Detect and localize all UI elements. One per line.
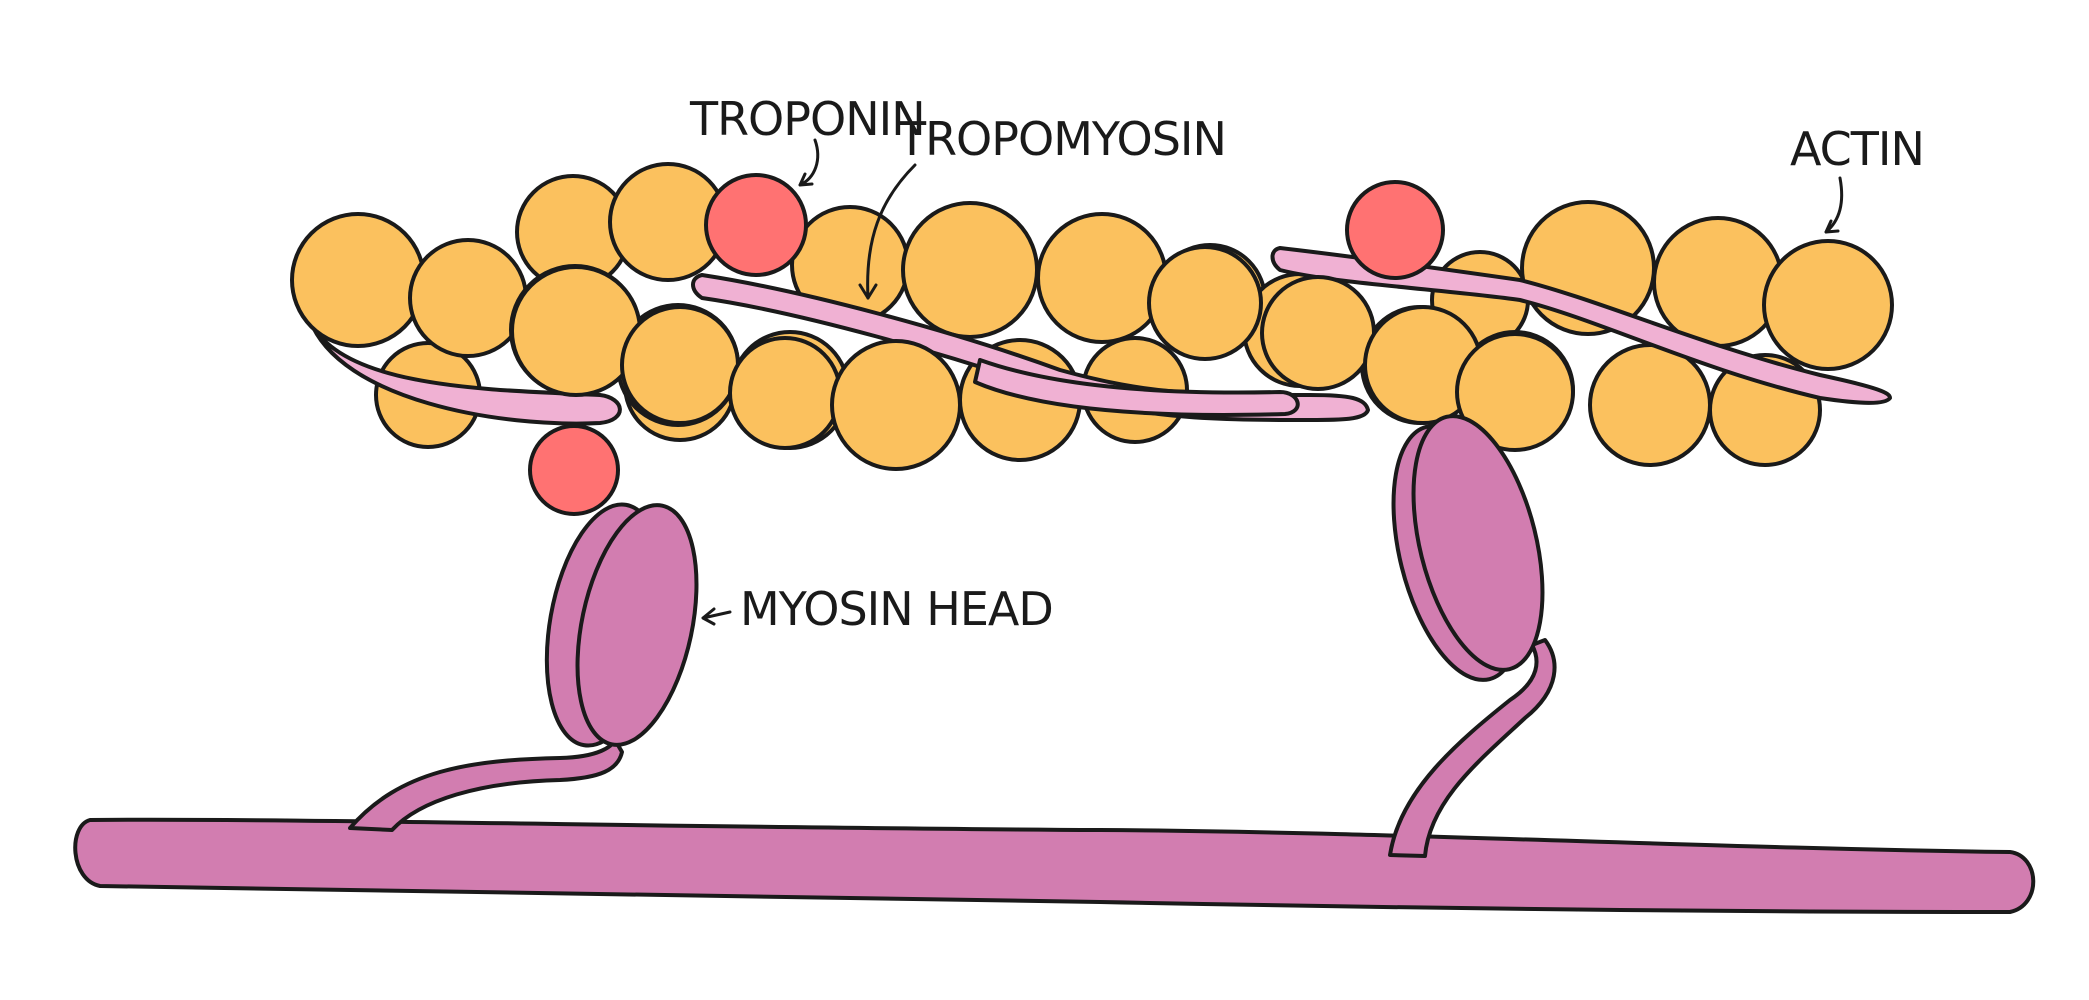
actin-bead xyxy=(510,265,642,397)
tropomyosin-strand xyxy=(691,246,1892,422)
arrow-actin xyxy=(1824,176,1844,234)
arrow-myosin-head xyxy=(701,607,732,626)
troponin-upper-right xyxy=(1345,180,1445,280)
myosin-neck-left xyxy=(348,738,624,832)
myosin-head-left xyxy=(544,502,699,748)
tropomyosin-back xyxy=(308,318,622,426)
label-troponin-group: TROPONIN xyxy=(689,92,926,187)
actin-bead xyxy=(728,336,842,450)
myosin-filament xyxy=(73,817,2036,914)
actin-bead xyxy=(290,212,426,348)
actin-bead xyxy=(1588,343,1712,467)
troponin-lower-left xyxy=(528,424,620,516)
arrow-tropomyosin xyxy=(858,163,917,300)
actin-bead xyxy=(1147,245,1263,361)
label-tropomyosin-group: TROPOMYOSIN xyxy=(858,112,1227,300)
actin-bead xyxy=(901,201,1039,339)
label-myosin-head: MYOSIN HEAD xyxy=(740,582,1053,636)
actin-bead xyxy=(1260,275,1376,391)
label-actin: ACTIN xyxy=(1790,122,1924,176)
actin-bead xyxy=(1455,332,1575,452)
actin-front-row xyxy=(510,245,1575,471)
actin-bead xyxy=(1762,239,1894,371)
label-myosin-head-group: MYOSIN HEAD xyxy=(701,582,1054,636)
myosin-head-right xyxy=(1391,414,1545,682)
actin-bead xyxy=(408,238,528,358)
myosin-neck-right xyxy=(1388,638,1557,858)
actin-bead xyxy=(830,339,962,471)
actin-bead xyxy=(620,305,740,425)
troponin-upper-left xyxy=(704,173,808,277)
actin-bead xyxy=(1036,212,1168,344)
arrow-troponin xyxy=(798,138,820,187)
tropomyosin-front-segment xyxy=(973,358,1300,417)
label-troponin: TROPONIN xyxy=(689,92,925,146)
label-tropomyosin: TROPOMYOSIN xyxy=(897,112,1226,166)
actin-bead xyxy=(1652,216,1784,348)
label-actin-group: ACTIN xyxy=(1790,122,1925,234)
troponin-group xyxy=(528,173,1445,516)
